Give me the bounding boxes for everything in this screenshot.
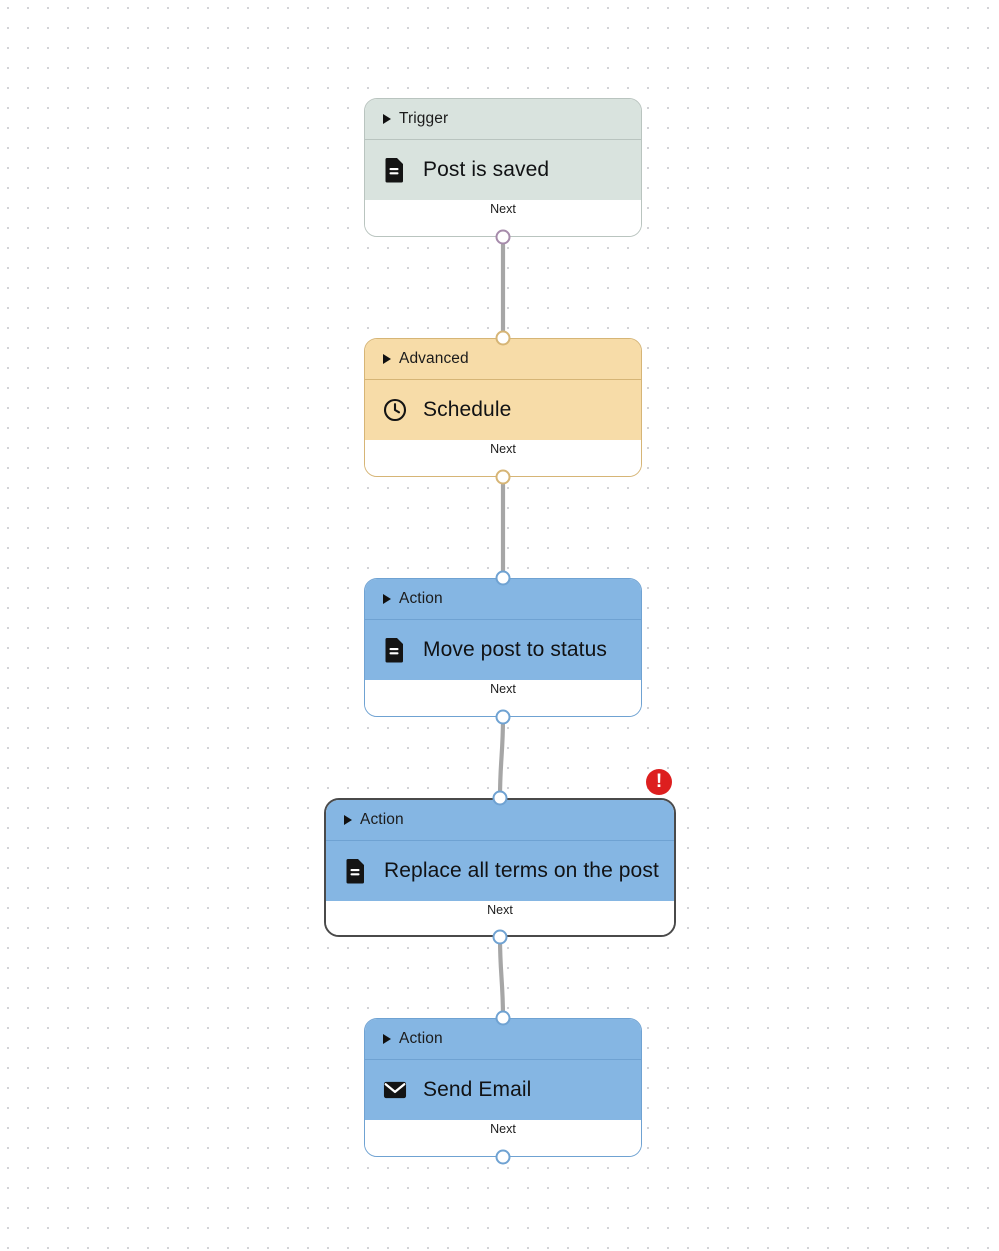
disclosure-triangle-icon[interactable] — [344, 815, 352, 825]
node-header[interactable]: Advanced — [365, 339, 641, 379]
clock-icon — [383, 397, 407, 423]
node-output-port[interactable] — [495, 1149, 511, 1165]
disclosure-triangle-icon[interactable] — [383, 114, 391, 124]
node-category-label: Action — [399, 590, 443, 607]
document-icon — [344, 858, 368, 884]
node-category-label: Advanced — [399, 350, 469, 367]
node-category-label: Action — [399, 1030, 443, 1047]
node-title: Replace all terms on the post — [384, 859, 659, 882]
node-next-label: Next — [487, 903, 513, 917]
workflow-edge — [497, 714, 506, 801]
node-title: Schedule — [423, 398, 512, 421]
node-divider — [365, 139, 641, 140]
node-next-port-row[interactable]: Next — [365, 680, 641, 716]
node-category-label: Action — [360, 811, 404, 828]
node-body[interactable]: Post is saved — [365, 140, 641, 200]
node-category-label: Trigger — [399, 110, 449, 127]
node-divider — [365, 379, 641, 380]
node-input-port[interactable] — [492, 790, 508, 806]
node-header[interactable]: Action — [326, 800, 674, 840]
envelope-icon — [383, 1077, 407, 1103]
disclosure-triangle-icon[interactable] — [383, 354, 391, 364]
node-input-port[interactable] — [495, 330, 511, 346]
node-divider — [365, 619, 641, 620]
node-header[interactable]: Action — [365, 1019, 641, 1059]
document-icon — [383, 637, 407, 663]
workflow-edge — [497, 934, 506, 1021]
node-header[interactable]: Action — [365, 579, 641, 619]
node-output-port[interactable] — [495, 709, 511, 725]
node-error-badge[interactable]: ! — [646, 769, 672, 795]
node-next-label: Next — [490, 682, 516, 696]
node-title: Post is saved — [423, 158, 550, 181]
node-divider — [365, 1059, 641, 1060]
node-output-port[interactable] — [495, 469, 511, 485]
node-body[interactable]: Send Email — [365, 1060, 641, 1120]
node-title: Send Email — [423, 1078, 532, 1101]
node-next-label: Next — [490, 1122, 516, 1136]
node-body[interactable]: Schedule — [365, 380, 641, 440]
node-divider — [326, 840, 674, 841]
node-title: Move post to status — [423, 638, 607, 661]
disclosure-triangle-icon[interactable] — [383, 1034, 391, 1044]
node-body[interactable]: Move post to status — [365, 620, 641, 680]
exclamation-icon: ! — [655, 770, 663, 792]
node-input-port[interactable] — [495, 570, 511, 586]
node-output-port[interactable] — [495, 229, 511, 245]
node-next-port-row[interactable]: Next — [326, 901, 674, 935]
node-next-label: Next — [490, 202, 516, 216]
node-input-port[interactable] — [495, 1010, 511, 1026]
node-next-label: Next — [490, 442, 516, 456]
node-body[interactable]: Replace all terms on the post — [326, 841, 674, 901]
disclosure-triangle-icon[interactable] — [383, 594, 391, 604]
node-output-port[interactable] — [492, 929, 508, 945]
document-icon — [383, 157, 407, 183]
node-header[interactable]: Trigger — [365, 99, 641, 139]
